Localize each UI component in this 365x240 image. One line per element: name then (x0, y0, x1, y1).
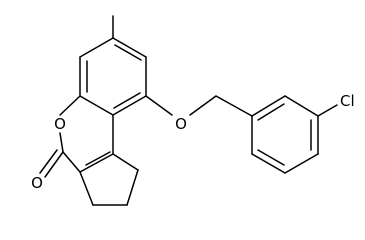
bond-pyran-4 (79, 153, 114, 173)
bond-pyran-4-inner (85, 151, 111, 166)
bond-ether-3 (215, 95, 253, 117)
bond-benzo-1-inner (114, 44, 142, 61)
ether-oxygen-label: O (175, 115, 187, 133)
bond-pyran-1 (59, 95, 81, 116)
carbonyl-oxygen-label: O (31, 174, 43, 192)
bond-pyran-2 (59, 132, 64, 153)
bond-cyclopentane-3 (126, 169, 139, 206)
bond-cyclopentane-1 (79, 171, 94, 206)
bond-chlorophenyl-1-inner (257, 103, 285, 121)
bond-chlorophenyl-5 (251, 153, 286, 174)
ring-oxygen-label: O (54, 115, 66, 133)
bond-benzo-3 (112, 95, 147, 116)
bond-chlorophenyl-2 (284, 95, 319, 117)
bond-benzo-4 (79, 95, 114, 116)
bond-cyclopentane-4 (112, 153, 139, 171)
bond-benzo-1 (112, 37, 147, 58)
bond-benzo-6 (79, 37, 114, 58)
bond-pyran-3 (62, 151, 81, 173)
bond-chlorophenyl-4 (284, 153, 319, 174)
bond-chlorophenyl-5-inner (257, 149, 285, 166)
bond-c-cl (317, 104, 338, 117)
bond-ether-2 (189, 95, 217, 116)
molecule-diagram: O O O Cl (31, 15, 355, 206)
structure-svg: O O O Cl (31, 15, 355, 206)
bond-benzo-3-inner (113, 92, 141, 109)
chlorine-label: Cl (340, 92, 355, 110)
bond-carbonyl-1 (44, 151, 64, 178)
bond-carbonyl-2 (39, 149, 58, 174)
bond-chlorophenyl-1 (251, 95, 286, 117)
bond-ether-1 (145, 95, 173, 116)
